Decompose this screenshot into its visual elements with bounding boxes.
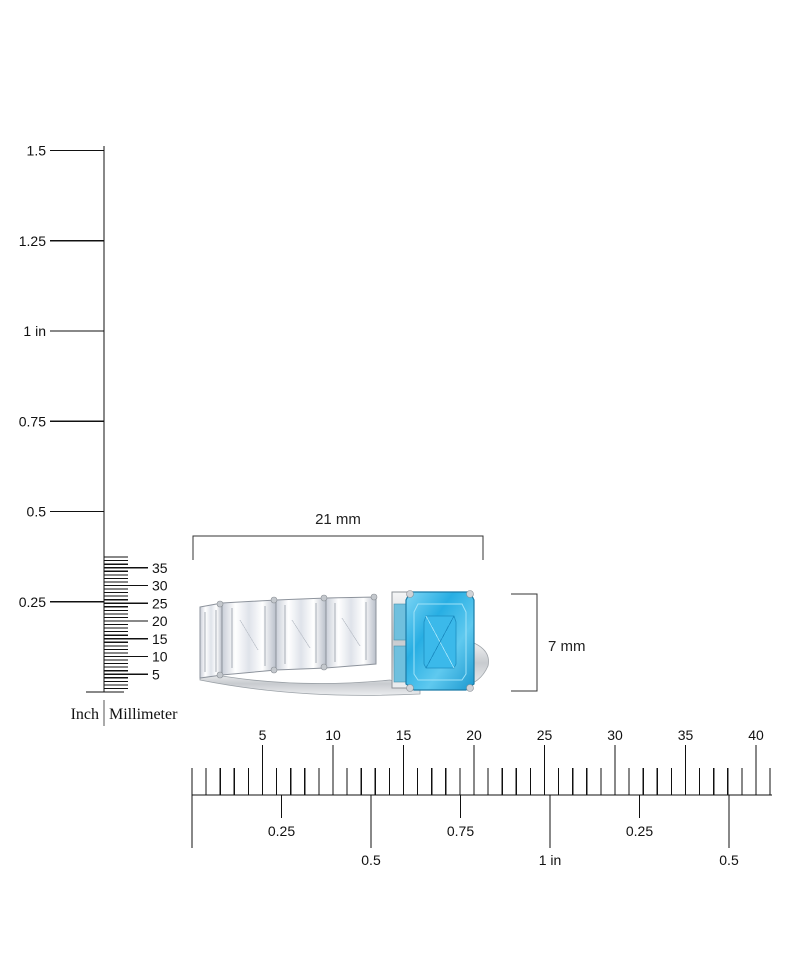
inch-tick-label: 1.25	[19, 233, 46, 249]
horizontal-mm-ticks	[191, 745, 771, 795]
clear-stone	[275, 597, 327, 671]
mm-tick-label: 5	[259, 727, 267, 743]
mm-tick-label: 10	[152, 649, 168, 665]
inch-tick-label: 0.75	[447, 823, 474, 839]
mm-tick-label: 35	[152, 560, 168, 576]
mm-tick-label: 20	[466, 727, 482, 743]
mm-tick-label: 5	[152, 666, 160, 682]
height-dimension: 7 mm	[511, 593, 586, 692]
inch-tick-label: 0.5	[719, 852, 739, 868]
unit-label-inch: Inch	[71, 706, 99, 723]
mm-tick-label: 25	[152, 595, 168, 611]
clear-stone	[325, 596, 377, 669]
unit-label-millimeter: Millimeter	[109, 706, 178, 723]
horizontal-ruler: 5 10 15 20 25 30 35 40 0.25 0.5 0.75 1 in 0.25 0.5	[191, 727, 772, 868]
inch-tick-label: 0.25	[268, 823, 295, 839]
mm-tick-label: 20	[152, 613, 168, 629]
mm-tick-label: 10	[325, 727, 341, 743]
mm-tick-label: 30	[607, 727, 623, 743]
inch-tick-label: 0.75	[19, 413, 46, 429]
mm-tick-label: 15	[396, 727, 412, 743]
vertical-inch-labels: 0.25 0.5 0.75 1 in 1.25 1.5	[19, 143, 46, 610]
inch-tick-label: 1.5	[27, 143, 47, 159]
mm-tick-label: 35	[678, 727, 694, 743]
inch-tick-label: 0.5	[27, 504, 47, 520]
ring-image	[199, 590, 489, 696]
horizontal-mm-labels: 5 10 15 20 25 30 35 40	[259, 727, 764, 743]
clear-stone	[221, 599, 277, 676]
height-label: 7 mm	[548, 638, 586, 655]
horizontal-inch-labels: 0.25 0.5 0.75 1 in 0.25 0.5	[268, 823, 739, 868]
mm-tick-label: 25	[537, 727, 553, 743]
inch-tick-label: 0.25	[19, 594, 46, 610]
inch-tick-label: 0.5	[361, 852, 381, 868]
prongs	[216, 593, 378, 679]
ring-band	[199, 671, 421, 696]
mm-tick-label: 40	[748, 727, 764, 743]
vertical-mm-ticks	[104, 556, 148, 690]
blue-accent-stone	[391, 590, 475, 692]
mm-tick-label: 15	[152, 631, 168, 647]
inch-tick-label: 1 in	[23, 323, 46, 339]
mm-tick-label: 30	[152, 578, 168, 594]
height-bracket	[511, 593, 538, 692]
width-bracket	[192, 535, 484, 560]
width-label: 21 mm	[315, 511, 361, 528]
clear-stone	[199, 602, 223, 679]
inch-tick-label: 0.25	[626, 823, 653, 839]
horizontal-inch-ticks	[191, 795, 730, 848]
width-dimension: 21 mm	[192, 511, 484, 560]
inch-tick-label: 1 in	[539, 852, 562, 868]
vertical-inch-ticks	[50, 149, 104, 603]
